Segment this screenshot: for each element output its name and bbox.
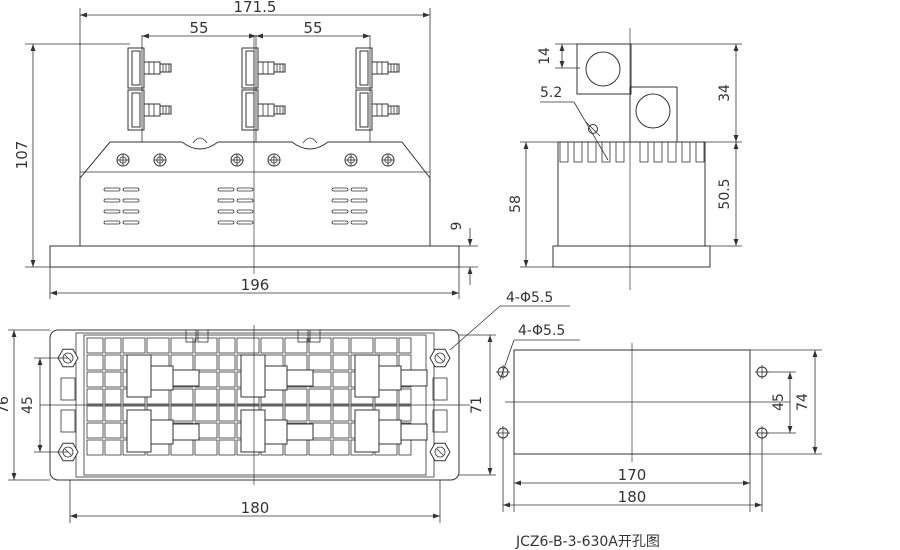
grid-cell [398,388,412,405]
dim-34: 34 [717,84,733,102]
grid-cell [170,388,194,405]
grid-cell [218,371,236,388]
grid-cell [398,337,412,354]
grid-cell [104,405,122,422]
grid-cell [104,422,122,439]
side-base [552,245,711,268]
grid-cell [308,388,332,405]
side-terminal-1 [576,43,632,95]
grid-cell [194,337,218,354]
grid-cell [332,422,350,439]
grid-cell [104,388,122,405]
cutout-hole-label: 4-Φ5.5 [518,323,565,339]
dim-107: 107 [13,141,31,170]
dim-180-top: 180 [241,499,270,517]
side-hole [588,124,598,134]
grid-cell [350,337,374,354]
grid-cell [86,439,104,456]
grid-cell [194,354,218,371]
dim-pitch-2: 55 [303,19,322,37]
grid-cell [218,354,236,371]
grid-cell [374,337,398,354]
cutout-view: 4-Φ5.5 45 74 170 180 JCZ6-B-3-630A开孔图 [496,323,822,550]
dim-pitch-1: 55 [189,19,208,37]
grid-cell [284,354,308,371]
grid-cell [260,337,284,354]
grid-cell [332,439,350,456]
side-view: 5.2 14 34 50.5 58 [508,28,742,290]
grid-cell [170,439,194,456]
dim-74: 74 [795,393,811,411]
top-hole-label: 4-Φ5.5 [506,290,553,306]
grid-cell [104,337,122,354]
grid-cell [104,354,122,371]
grid-cell [284,439,308,456]
front-vent-slots [103,187,368,225]
grid-cell [218,388,236,405]
grid-cell [104,439,122,456]
grid-cell [194,439,218,456]
drawing-caption: JCZ6-B-3-630A开孔图 [515,534,660,550]
grid-cell [170,405,194,422]
grid-cell [86,388,104,405]
grid-cell [86,405,104,422]
grid-cell [122,337,146,354]
dim-58: 58 [508,195,524,213]
grid-cell [146,337,170,354]
dim-76: 76 [0,396,12,414]
grid-cell [236,337,260,354]
grid-cell [218,439,236,456]
grid-cell [194,388,218,405]
dim-9: 9 [449,222,465,231]
grid-cell [308,354,332,371]
grid-cell [332,354,350,371]
cutout-holes [496,365,769,440]
dim-45-cutout: 45 [771,393,787,411]
grid-cell [218,337,236,354]
grid-cell [104,371,122,388]
front-housing [79,141,431,246]
grid-cell [284,388,308,405]
grid-cell [194,405,218,422]
grid-cell [332,405,350,422]
top-view: 4-Φ5.5 76 45 71 180 [0,290,570,523]
grid-cell [332,337,350,354]
grid-cell [86,337,104,354]
top-terminals [126,354,428,453]
side-ribs [559,141,705,163]
grid-cell [308,405,332,422]
grid-cell [218,422,236,439]
grid-cell [218,405,236,422]
dim-14: 14 [537,47,553,65]
grid-cell [284,405,308,422]
dim-71: 71 [469,396,485,414]
side-housing [557,141,706,247]
grid-cell [332,388,350,405]
front-terminals [127,47,400,131]
dim-5-2: 5.2 [540,85,562,101]
dim-196: 196 [241,276,270,294]
grid-cell [170,354,194,371]
dim-45-top: 45 [20,396,36,414]
grid-cell [398,405,412,422]
grid-cell [170,337,194,354]
front-view: 171.5 55 55 107 9 196 [13,0,478,299]
grid-cell [332,371,350,388]
grid-cell [308,439,332,456]
grid-cell [86,371,104,388]
front-screws [116,153,395,167]
front-base-plate [49,245,460,268]
grid-cell [86,422,104,439]
dim-170: 170 [618,466,647,484]
grid-cell [86,354,104,371]
dim-180-cutout: 180 [618,488,647,506]
grid-cell [284,337,308,354]
dim-50-5: 50.5 [717,178,733,209]
dim-171-5: 171.5 [234,0,277,16]
